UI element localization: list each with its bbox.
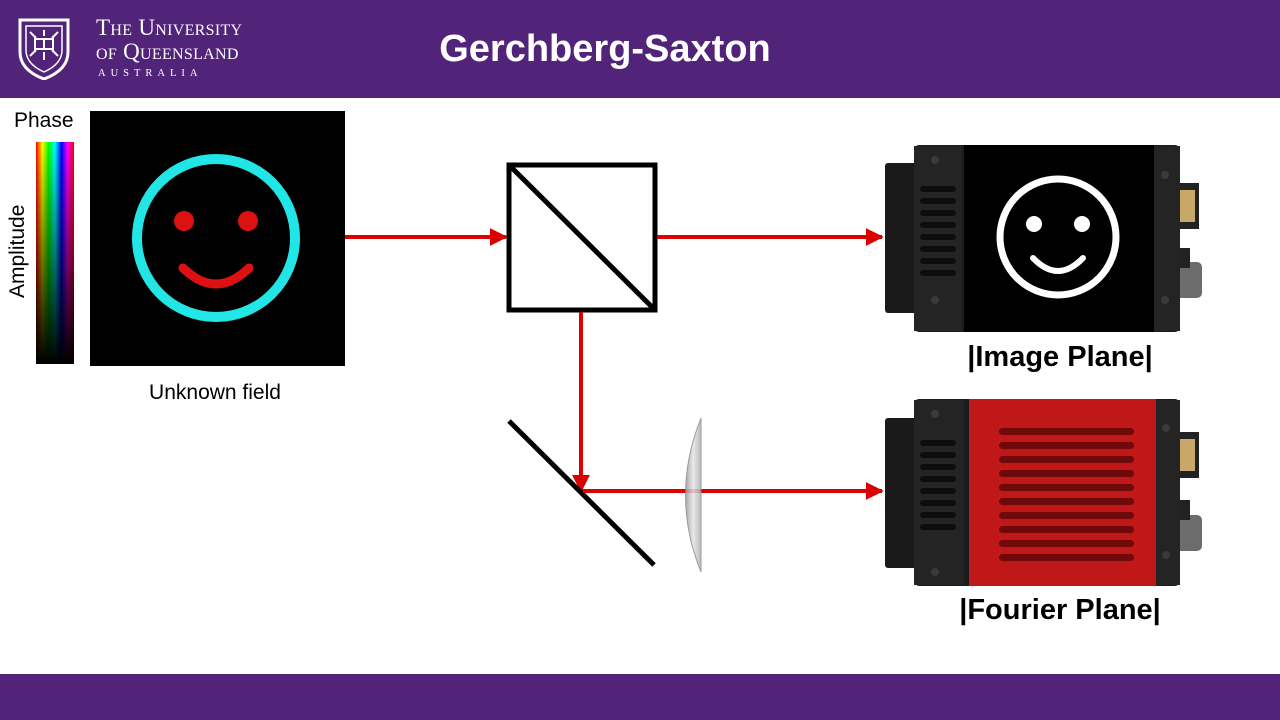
crest-icon	[18, 18, 70, 81]
university-name-line1: The University	[96, 15, 243, 40]
fourier-plane-label: |Fourier Plane|	[959, 594, 1161, 626]
header-bar: The University of Queensland AUSTRALIA G…	[0, 0, 1280, 98]
fold-mirror	[507, 419, 656, 567]
amplitude-label: Amplitude	[6, 204, 29, 298]
beam-splitter	[506, 162, 658, 313]
fourier-plane-camera	[885, 399, 1202, 586]
image-plane-camera	[885, 145, 1202, 332]
unknown-field-image	[90, 111, 345, 366]
image-plane-label: |Image Plane|	[967, 341, 1153, 373]
unknown-field-caption: Unknown field	[149, 381, 281, 404]
footer-bar	[0, 674, 1280, 720]
lens	[685, 417, 702, 573]
phase-label: Phase	[14, 109, 74, 132]
phase-amplitude-colorbar	[36, 142, 74, 364]
university-country: AUSTRALIA	[98, 68, 203, 79]
university-name-line2: of Queensland	[96, 39, 239, 64]
slide-title: Gerchberg-Saxton	[439, 28, 771, 70]
university-logo: The University of Queensland AUSTRALIA	[16, 16, 256, 84]
university-name: The University of Queensland AUSTRALIA	[96, 15, 243, 80]
